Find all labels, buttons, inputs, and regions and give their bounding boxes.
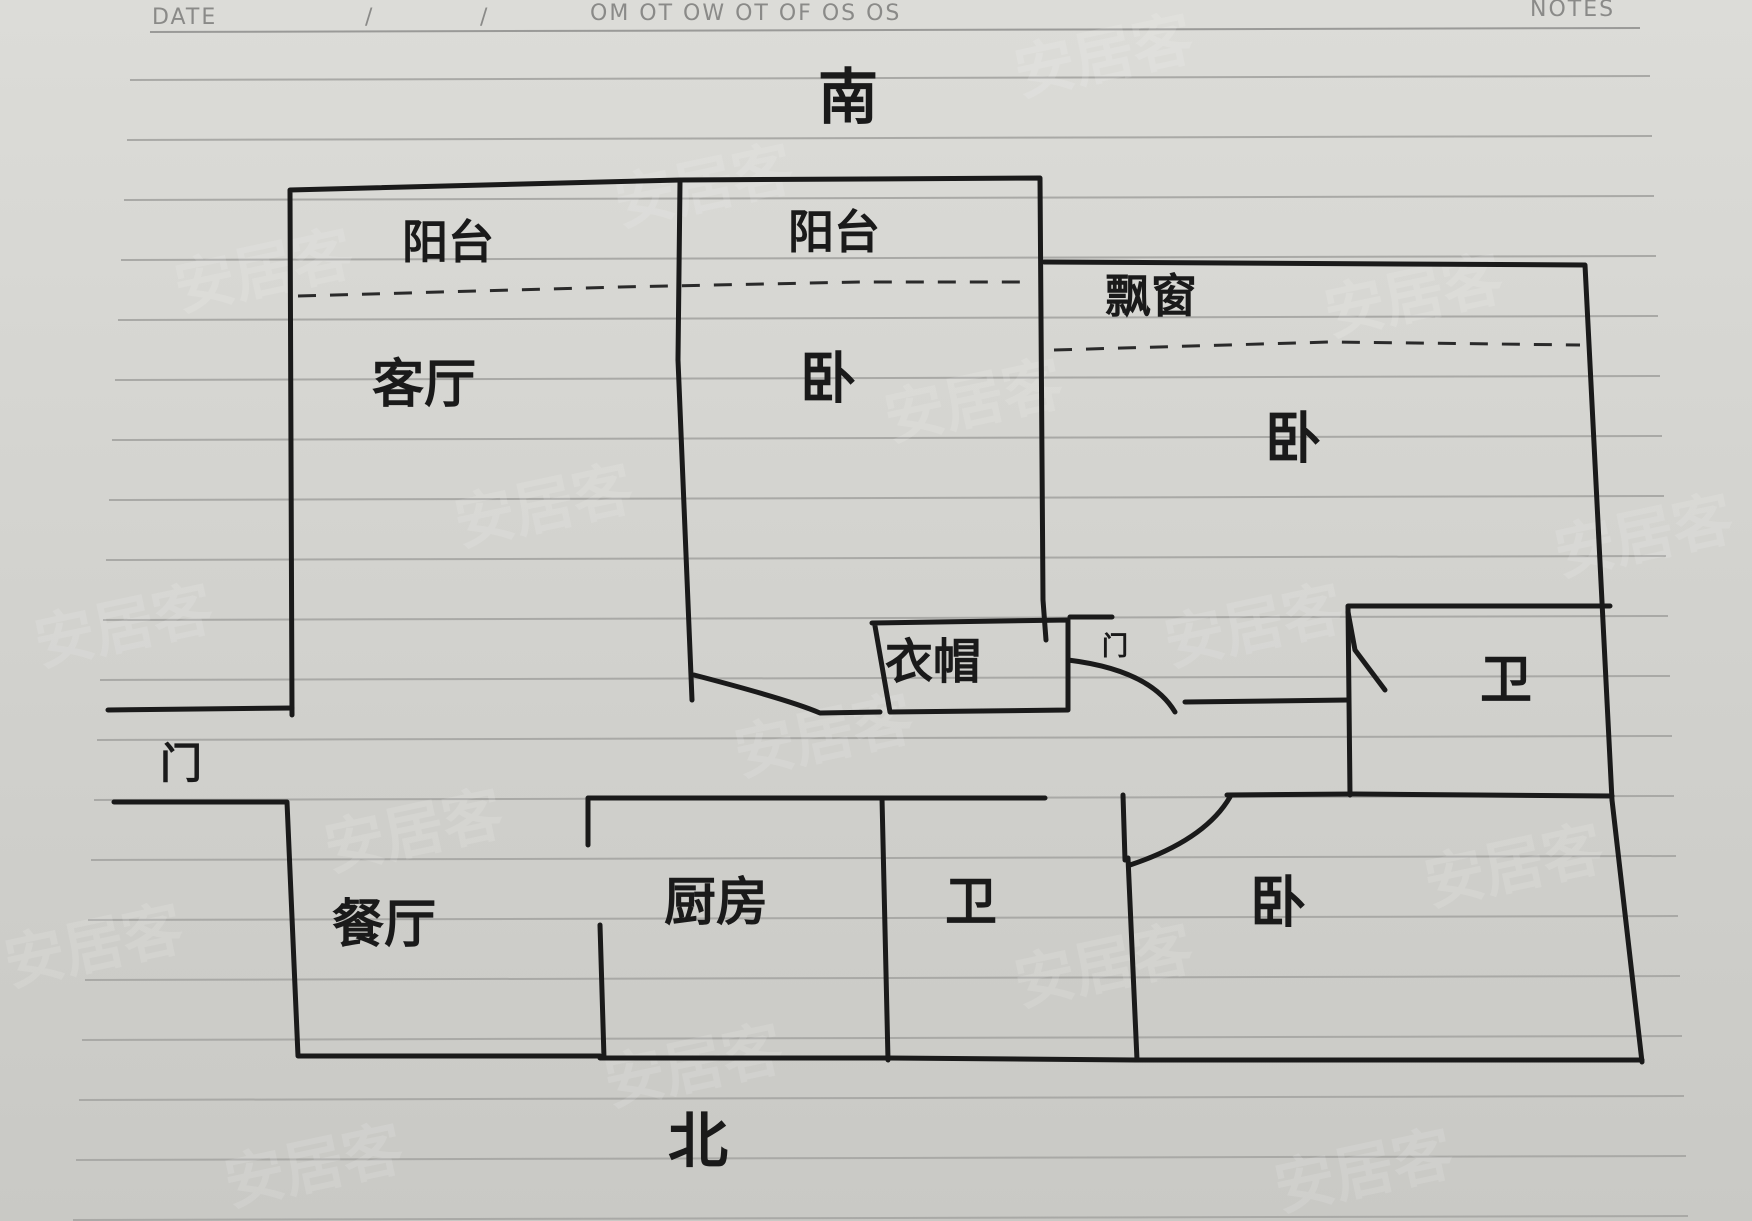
ruled-line xyxy=(81,1035,1683,1041)
ruled-line xyxy=(72,1215,1689,1221)
room-label-bedroom-top-middle: 卧 xyxy=(800,347,856,412)
room-label-bay-window: 飘窗 xyxy=(1105,269,1197,323)
room-label-living-room: 客厅 xyxy=(372,355,476,415)
room-label-bath-right: 卫 xyxy=(1480,651,1532,711)
ruled-line xyxy=(84,975,1681,981)
header-slash-1: / xyxy=(365,5,374,30)
room-label-entrance-door: 门 xyxy=(160,739,202,788)
header-notes: NOTES xyxy=(1530,0,1615,22)
room-label-dining-room: 餐厅 xyxy=(332,895,436,955)
room-label-balcony-right: 阳台 xyxy=(788,205,880,259)
watermark: 安居客 xyxy=(219,1114,410,1220)
ruled-line xyxy=(120,255,1657,261)
watermark: 安居客 xyxy=(599,1014,790,1120)
room-label-bedroom-top-right: 卧 xyxy=(1265,407,1321,472)
ruled-line xyxy=(75,1155,1687,1161)
room-label-kitchen: 厨房 xyxy=(664,873,768,933)
watermark: 安居客 xyxy=(1009,914,1200,1020)
ruled-line xyxy=(96,735,1673,741)
watermark: 安居客 xyxy=(449,454,640,560)
ruled-line xyxy=(78,1095,1685,1101)
watermark: 安居客 xyxy=(609,134,800,240)
header-weekdays: OM OT OW OT OF OS OS xyxy=(590,1,901,26)
room-label-closet: 衣帽 xyxy=(885,634,981,690)
floorplan-walls xyxy=(105,175,1645,1065)
watermark: 安居客 xyxy=(169,219,360,325)
watermark: 安居客 xyxy=(29,574,220,680)
watermark: 安居客 xyxy=(1159,574,1350,680)
watermark: 安居客 xyxy=(1009,4,1200,110)
ruled-line xyxy=(123,195,1655,201)
ruled-line xyxy=(129,75,1651,81)
room-label-closet-door: 门 xyxy=(1102,632,1128,662)
watermark: 安居客 xyxy=(1319,244,1510,350)
compass-south-label: 南 xyxy=(818,63,878,133)
header-date: DATE xyxy=(152,5,217,30)
ruled-line xyxy=(114,375,1661,381)
room-label-bath-bottom: 卫 xyxy=(945,873,997,933)
watermark: 安居客 xyxy=(1419,814,1610,920)
room-label-balcony-left: 阳台 xyxy=(402,215,494,269)
ruled-line xyxy=(117,315,1659,321)
room-label-bedroom-bottom-right: 卧 xyxy=(1250,871,1306,936)
ruled-line xyxy=(126,135,1653,141)
watermark: 安居客 xyxy=(0,894,189,1000)
header-slash-2: / xyxy=(480,5,489,30)
ruled-line xyxy=(108,495,1665,501)
watermark: 安居客 xyxy=(729,684,920,790)
ruled-line xyxy=(105,555,1667,561)
watermark: 安居客 xyxy=(1269,1119,1460,1221)
watermark: 安居客 xyxy=(1549,484,1740,590)
room-labels: 阳台 阳台 飘窗 客厅 卧 卧 衣帽 门 卫 门 餐厅 厨房 卫 卧 xyxy=(160,205,1532,955)
ruled-line xyxy=(102,615,1669,621)
watermark: 安居客 xyxy=(319,779,510,885)
compass-north-label: 北 xyxy=(668,1107,728,1177)
ruled-line xyxy=(111,435,1663,441)
